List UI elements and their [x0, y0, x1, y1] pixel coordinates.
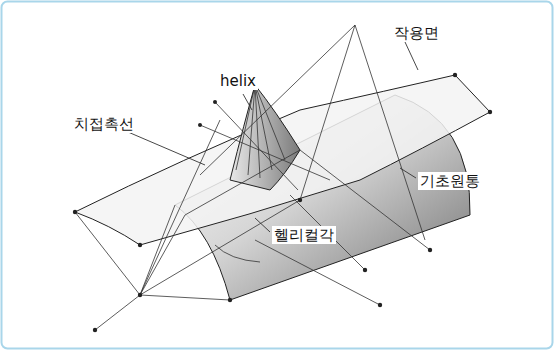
part-label: 작용면 [392, 24, 441, 42]
part-label: 치접촉선 [72, 115, 136, 133]
points [73, 73, 492, 332]
part-label: helix [218, 72, 258, 90]
leader-lines [128, 42, 418, 232]
involute-surface [230, 85, 300, 190]
construction-lines [75, 25, 430, 330]
part-label: 헬리컬각 [272, 226, 336, 244]
part-label: 기초원통 [418, 172, 482, 190]
